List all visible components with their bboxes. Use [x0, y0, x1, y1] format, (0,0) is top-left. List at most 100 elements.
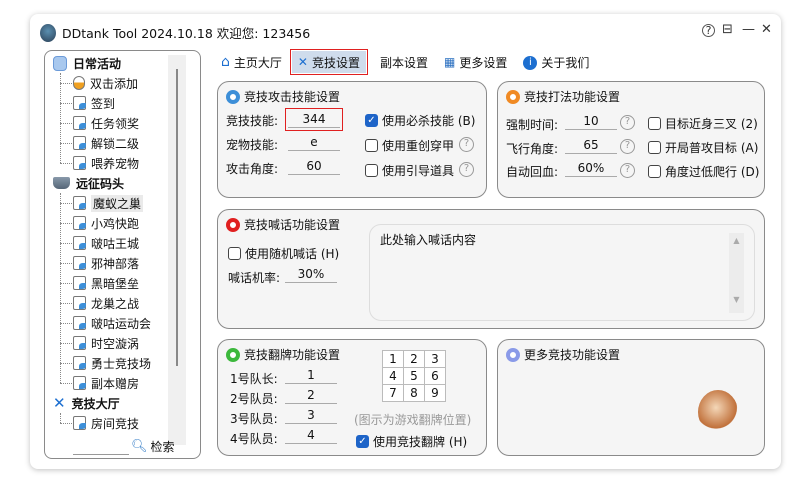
fly-angle-input[interactable]: 65: [565, 137, 617, 154]
shout-settings-group: 竞技喊话功能设置 使用随机喊话 (H) 喊话机率: 30% 此处输入喊话内容 ▲…: [217, 209, 765, 329]
checkbox-label: 使用重创穿甲: [382, 139, 455, 153]
document-icon: [73, 356, 86, 370]
help-icon[interactable]: ?: [620, 139, 635, 154]
help-icon[interactable]: ?: [620, 115, 635, 130]
document-icon: [73, 416, 86, 430]
flip-hint: (图示为游戏翻牌位置): [354, 413, 472, 427]
tree-item[interactable]: 时空漩涡: [45, 333, 151, 353]
close-button[interactable]: ✕: [761, 22, 772, 37]
angle-input[interactable]: 60: [288, 158, 340, 175]
skill-input[interactable]: 344: [285, 108, 343, 131]
tree-item[interactable]: 魔蚁之巢: [45, 193, 151, 213]
pet-skill-label: 宠物技能:: [226, 138, 279, 152]
force-time-input[interactable]: 10: [565, 113, 617, 130]
tree-item[interactable]: 双击添加: [45, 73, 151, 93]
tab-3[interactable]: ▦更多设置: [438, 51, 513, 73]
tab-2[interactable]: 副本设置: [370, 51, 434, 73]
tree-item[interactable]: 喂养宠物: [45, 153, 151, 173]
tree-item[interactable]: 邪神部落: [45, 253, 151, 273]
tab-1[interactable]: ✕竞技设置: [289, 49, 368, 75]
menu-icon[interactable]: ⊟: [722, 22, 733, 37]
tree-item-label: 邪神部落: [91, 256, 140, 271]
tree-item[interactable]: 副本赠房: [45, 373, 151, 393]
help-icon[interactable]: ?: [459, 162, 474, 177]
skill-label: 竞技技能:: [226, 114, 279, 128]
open-attack-checkbox[interactable]: 开局普攻目标 (A): [648, 139, 758, 156]
document-icon: [73, 336, 86, 350]
search-input[interactable]: [73, 454, 129, 455]
tree-item[interactable]: 黑暗堡垒: [45, 273, 151, 293]
checkbox-label: 使用竞技翻牌 (H): [373, 435, 468, 449]
tree-item[interactable]: 签到: [45, 93, 151, 113]
tab-0[interactable]: ⌂主页大厅: [215, 51, 288, 73]
use-guide-item-checkbox[interactable]: 使用引导道具: [365, 162, 454, 179]
search-icon: 🔍︎: [131, 439, 148, 454]
low-angle-crawl-checkbox[interactable]: 角度过低爬行 (D): [648, 163, 759, 180]
tree-group[interactable]: 远征码头: [45, 173, 151, 193]
tree-group[interactable]: 日常活动: [45, 53, 151, 73]
tree-item[interactable]: 龙巢之战: [45, 293, 151, 313]
tab-label: 竞技设置: [311, 55, 360, 70]
help-icon[interactable]: ?: [702, 24, 715, 37]
tree-item[interactable]: 解锁二级: [45, 133, 151, 153]
member-label: 2号队员:: [230, 392, 278, 406]
tree-item-label: 签到: [91, 96, 116, 111]
check-icon: ✓: [356, 435, 369, 448]
grid-cell: 1: [382, 350, 404, 368]
random-shout-checkbox[interactable]: 使用随机喊话 (H): [228, 245, 339, 262]
mouse-icon: [73, 76, 85, 90]
auto-heal-input[interactable]: 60%: [565, 160, 617, 177]
tab-label: 更多设置: [459, 55, 508, 70]
tree-group[interactable]: ✕竞技大厅: [45, 393, 151, 413]
group-title: 竞技翻牌功能设置: [244, 348, 341, 362]
swords-icon: ✕: [297, 55, 308, 69]
member-input[interactable]: 4: [285, 427, 337, 444]
attack-settings-group: 竞技攻击技能设置 竞技技能: 344 宠物技能: e 攻击角度: 60 ✓使用必…: [217, 81, 487, 198]
member-label: 4号队员:: [230, 432, 278, 446]
checkbox-box: [365, 164, 378, 177]
tree-item[interactable]: 房间竞技: [45, 413, 151, 433]
checkbox-label: 使用随机喊话 (H): [245, 247, 340, 261]
member-input[interactable]: 1: [285, 367, 337, 384]
tree-item-label: 房间竞技: [91, 416, 140, 431]
help-icon[interactable]: ?: [459, 137, 474, 152]
gear-icon: [226, 217, 240, 232]
help-icon[interactable]: ?: [620, 163, 635, 178]
pet-skill-input[interactable]: e: [288, 134, 340, 151]
tree-item-label: 黑暗堡垒: [91, 276, 140, 291]
gear-icon: [506, 89, 520, 104]
tree-item[interactable]: 勇士竞技场: [45, 353, 151, 373]
tree-item-label: 龙巢之战: [91, 296, 140, 311]
grid-cell: 5: [403, 367, 425, 385]
document-icon: [73, 116, 86, 130]
sidebar-scrollbar[interactable]: [168, 55, 186, 445]
grid-cell: 8: [403, 384, 425, 402]
use-flip-checkbox[interactable]: ✓ 使用竞技翻牌 (H): [356, 433, 467, 450]
member-input[interactable]: 3: [285, 407, 337, 424]
group-title: 竞技喊话功能设置: [244, 218, 341, 232]
textarea-scrollbar[interactable]: ▲▼: [729, 233, 744, 313]
trident-checkbox[interactable]: 目标近身三叉 (2): [648, 115, 758, 132]
tree-item[interactable]: 小鸡快跑: [45, 213, 151, 233]
checkbox-box: [648, 141, 661, 154]
use-armor-pierce-checkbox[interactable]: 使用重创穿甲: [365, 137, 454, 154]
document-icon: [73, 376, 86, 390]
member-input[interactable]: 2: [285, 387, 337, 404]
checkbox-label: 使用必杀技能 (B): [382, 114, 476, 128]
tree-item[interactable]: 任务领奖: [45, 113, 151, 133]
tree-item-label: 啵咕王城: [91, 236, 140, 251]
calendar-icon: [53, 55, 67, 71]
shout-content-textarea[interactable]: 此处输入喊话内容 ▲▼: [369, 224, 755, 321]
tree-item-label: 副本赠房: [91, 376, 140, 391]
minimize-button[interactable]: —: [742, 22, 755, 37]
tree-item[interactable]: 啵咕王城: [45, 233, 151, 253]
tree-item[interactable]: 啵咕运动会: [45, 313, 151, 333]
window-title: DDtank Tool 2024.10.18 欢迎您: 123456: [62, 26, 311, 41]
use-ultimate-checkbox[interactable]: ✓使用必杀技能 (B): [365, 112, 475, 129]
search-button[interactable]: 🔍︎ 检索: [131, 438, 175, 455]
tree-item-label: 任务领奖: [91, 116, 140, 131]
checkbox-label: 目标近身三叉 (2): [665, 117, 758, 131]
shout-rate-input[interactable]: 30%: [285, 266, 337, 283]
